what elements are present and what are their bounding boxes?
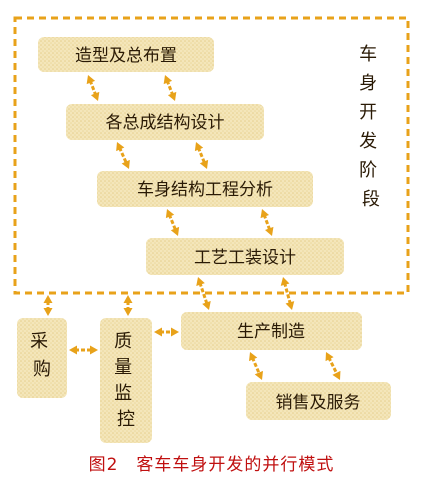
box-styling-label: 造型及总布置	[75, 46, 177, 66]
box-styling: 造型及总布置	[38, 37, 214, 72]
quality-char-3: 监	[114, 383, 132, 404]
phase-char-4: 发	[359, 131, 377, 152]
quality-char-4: 控	[117, 409, 135, 430]
box-structure-analysis-label: 车身结构工程分析	[137, 180, 273, 200]
quality-char-1: 质	[114, 331, 132, 352]
phase-char-1: 车	[359, 44, 377, 65]
arrow-analysis-tooling-right	[260, 209, 274, 236]
arrow-quality-production	[154, 327, 179, 337]
arrow-production-sales-left	[249, 352, 263, 380]
arrow-assembly-analysis-left	[116, 142, 130, 169]
arrow-procurement-quality	[69, 345, 98, 355]
arrow-tooling-production-left	[196, 277, 211, 310]
procurement-char-1: 采	[30, 331, 48, 352]
arrow-styling-assembly-right	[163, 75, 177, 101]
phase-char-5: 阶	[359, 160, 377, 181]
arrow-boundary-quality	[123, 295, 133, 316]
phase-char-6: 段	[362, 189, 380, 210]
phase-char-3: 开	[359, 102, 377, 123]
box-structure-analysis: 车身结构工程分析	[97, 171, 313, 207]
box-sales-service-label: 销售及服务	[276, 393, 361, 413]
box-production: 生产制造	[181, 312, 362, 350]
box-sales-service: 销售及服务	[246, 382, 391, 420]
procurement-char-2: 购	[33, 359, 51, 380]
box-assembly-design-label: 各总成结构设计	[106, 113, 225, 133]
box-quality-monitoring-label: 质 量 监 控	[114, 331, 138, 430]
quality-char-2: 量	[114, 357, 132, 378]
arrow-production-sales-right	[325, 352, 341, 380]
figure-caption: 图2 客车车身开发的并行模式	[88, 455, 335, 475]
arrow-tooling-production-right	[280, 277, 295, 310]
box-production-label: 生产制造	[237, 322, 305, 342]
development-phase-boundary	[13, 16, 410, 295]
arrow-group	[43, 75, 341, 380]
arrow-styling-assembly-left	[86, 75, 100, 101]
box-quality-monitoring: 质 量 监 控	[100, 318, 152, 443]
arrow-boundary-procurement	[43, 295, 53, 316]
box-tooling-design: 工艺工装设计	[146, 238, 344, 275]
box-tooling-design-label: 工艺工装设计	[194, 248, 296, 268]
phase-label: 车 身 开 发 阶 段	[359, 44, 383, 210]
box-procurement: 采 购	[17, 318, 67, 398]
box-assembly-design: 各总成结构设计	[66, 104, 264, 140]
phase-char-2: 身	[359, 73, 377, 94]
arrow-analysis-tooling-left	[165, 209, 180, 236]
box-procurement-label: 采 购	[30, 331, 54, 380]
arrow-assembly-analysis-right	[194, 142, 209, 169]
